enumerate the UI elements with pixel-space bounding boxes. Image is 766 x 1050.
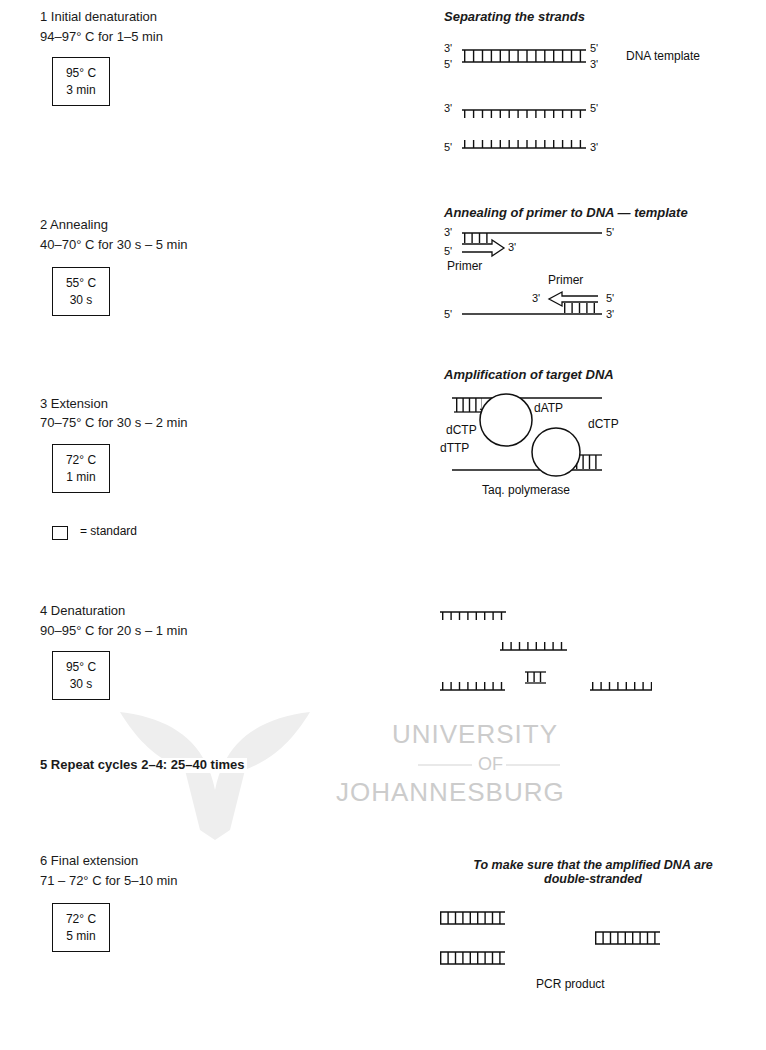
part-label: Primer xyxy=(447,260,482,274)
temperature-box: 72° C5 min xyxy=(52,903,110,952)
temperature-text: 30 s xyxy=(70,292,93,308)
strand-end-label: 5' xyxy=(606,292,614,305)
step-label: 71 – 72° C for 5–10 min xyxy=(38,874,179,889)
watermark-text: JOHANNESBURG xyxy=(336,778,565,808)
temperature-box: 95° C3 min xyxy=(52,57,110,106)
strand-end-label: 3' xyxy=(444,226,452,239)
temperature-text: 3 min xyxy=(66,82,95,98)
strand-end-label: 5' xyxy=(444,245,452,258)
strand-end-label: 3' xyxy=(444,42,452,55)
part-label: PCR product xyxy=(536,978,605,992)
strand-end-label: 5' xyxy=(606,226,614,239)
strand-end-label: 3' xyxy=(590,58,598,71)
part-label: dCTP xyxy=(446,424,477,438)
strand-end-label: 3' xyxy=(606,308,614,321)
step-label: 70–75° C for 30 s – 2 min xyxy=(38,416,190,431)
panel-caption: To make sure that the amplified DNA are … xyxy=(455,858,731,887)
step-label: 6 Final extension xyxy=(38,854,140,869)
legend-swatch xyxy=(52,526,68,540)
watermark-text: UNIVERSITY xyxy=(392,720,558,750)
strand-end-label: 3' xyxy=(590,141,598,154)
panel-caption: Annealing of primer to DNA — template xyxy=(444,206,688,221)
legend-text: = standard xyxy=(80,525,137,539)
step-label: 2 Annealing xyxy=(38,218,110,233)
temperature-text: 1 min xyxy=(66,469,95,485)
strand-end-label: 5' xyxy=(444,141,452,154)
dna-drawings xyxy=(440,50,661,964)
part-label: dATP xyxy=(534,402,563,416)
strand-end-label: 3' xyxy=(508,241,516,254)
temperature-text: 30 s xyxy=(70,676,93,692)
strand-end-label: 5' xyxy=(590,102,598,115)
part-label: dTTP xyxy=(440,442,469,456)
step-label: 4 Denaturation xyxy=(38,604,127,619)
panel-caption: Amplification of target DNA xyxy=(444,368,614,383)
part-label: DNA template xyxy=(626,50,700,64)
strand-end-label: 5' xyxy=(590,42,598,55)
part-label: Taq. polymerase xyxy=(482,484,570,498)
watermark-emblem xyxy=(120,712,310,840)
step-label: 90–95° C for 20 s – 1 min xyxy=(38,624,190,639)
strand-end-label: 5' xyxy=(444,58,452,71)
step-label: 94–97° C for 1–5 min xyxy=(38,30,165,45)
strand-end-label: 5' xyxy=(444,308,452,321)
strand-end-label: 3' xyxy=(444,102,452,115)
temperature-box: 55° C30 s xyxy=(52,267,110,316)
part-label: dCTP xyxy=(588,418,619,432)
temperature-box: 72° C1 min xyxy=(52,444,110,493)
temperature-text: 72° C xyxy=(66,452,96,468)
step-label: 5 Repeat cycles 2–4: 25–40 times xyxy=(38,758,247,773)
panel-caption: Separating the strands xyxy=(444,10,585,25)
strand-end-label: 3' xyxy=(532,292,540,305)
step-label: 40–70° C for 30 s – 5 min xyxy=(38,238,190,253)
temperature-text: 95° C xyxy=(66,65,96,81)
watermark-text: OF xyxy=(478,754,503,775)
temperature-text: 95° C xyxy=(66,659,96,675)
temperature-text: 5 min xyxy=(66,928,95,944)
temperature-text: 55° C xyxy=(66,275,96,291)
temperature-box: 95° C30 s xyxy=(52,651,110,700)
step-label: 1 Initial denaturation xyxy=(38,10,159,25)
part-label: Primer xyxy=(548,274,583,288)
step-label: 3 Extension xyxy=(38,397,110,412)
temperature-text: 72° C xyxy=(66,911,96,927)
